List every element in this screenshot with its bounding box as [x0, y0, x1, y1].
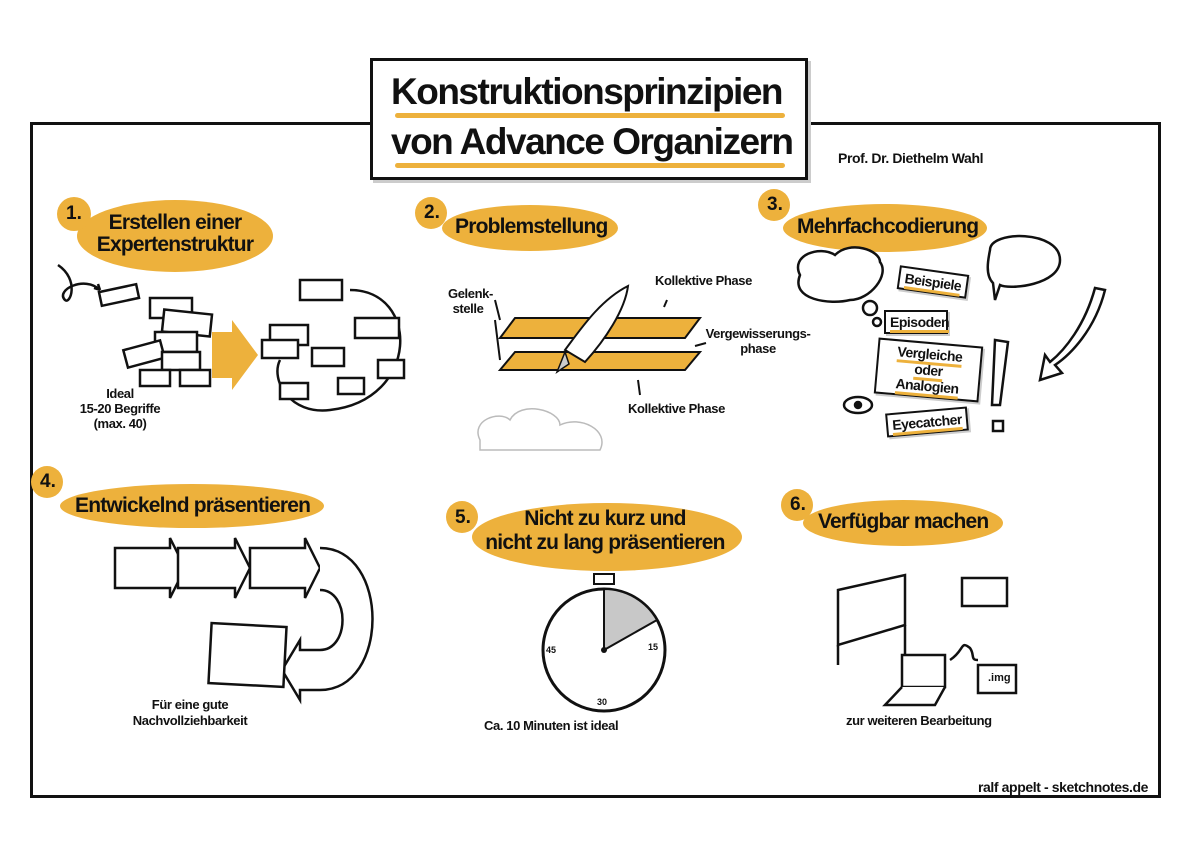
- section2-number-blob: [415, 197, 447, 229]
- caption-line: Nachvollziehbarkeit: [132, 713, 248, 728]
- section2-number: 2.: [424, 202, 440, 223]
- title-underline: [395, 163, 785, 168]
- laptop-icon: [882, 653, 947, 707]
- note-line: 15-20 Begriffe: [79, 401, 161, 416]
- section1-heading-blob: [77, 200, 273, 272]
- label-line: Vergewisserungs-: [705, 326, 811, 341]
- hinge-label: Gelenk- stelle: [448, 286, 493, 316]
- section1-note: Ideal 15-20 Begriffe (max. 40): [70, 386, 170, 431]
- section6-drawing: [836, 573, 1018, 707]
- heading-line: Expertenstruktur: [96, 233, 254, 256]
- heading-line: Nicht zu kurz und: [524, 507, 686, 530]
- title-line-1: Konstruktionsprinzipien: [391, 71, 784, 112]
- section4-number-blob: [31, 466, 63, 498]
- middle-phase-label: Vergewisserungs- phase: [703, 326, 813, 356]
- thought-bubble-icon: [796, 246, 884, 303]
- speech-bubble-icon: [986, 234, 1062, 301]
- section3-number-blob: [758, 189, 790, 221]
- section3-heading: Mehrfachcodierung: [797, 215, 979, 238]
- section1-heading: Erstellen einer Expertenstruktur: [90, 212, 260, 256]
- section4-caption: Für eine gute Nachvollziehbarkeit: [120, 697, 260, 729]
- section4-drawing: [113, 537, 374, 705]
- label-line: phase: [740, 341, 776, 356]
- note-line: Ideal: [106, 386, 134, 401]
- section5-caption: Ca. 10 Minuten ist ideal: [484, 718, 619, 733]
- clock-label-15: 15: [648, 642, 659, 652]
- section5-number-blob: [446, 501, 478, 533]
- card-text: Episoden: [890, 314, 950, 333]
- whiteboard-icon: [836, 573, 907, 647]
- section2-heading: Problemstellung: [455, 215, 608, 238]
- section1-number: 1.: [66, 203, 82, 224]
- exclamation-icon: [990, 338, 1010, 407]
- note-icon: [960, 576, 1009, 608]
- curved-arrow-icon: [1038, 286, 1107, 382]
- title-underline: [395, 113, 785, 118]
- label-line: stelle: [452, 301, 484, 316]
- section4-heading: Entwickelnd präsentieren: [75, 494, 311, 517]
- credit: ralf appelt - sketchnotes.de: [978, 779, 1149, 795]
- stopwatch-icon: [541, 573, 667, 713]
- note-line: (max. 40): [93, 416, 147, 431]
- section3-heading-blob: [783, 204, 987, 252]
- section4-number: 4.: [40, 471, 56, 492]
- heading-blobs: [31, 189, 1003, 571]
- heading-line: Erstellen einer: [108, 211, 243, 234]
- card-text: Analogien: [894, 375, 960, 400]
- section5-heading-blob: [472, 503, 742, 571]
- section6-number: 6.: [790, 494, 806, 515]
- section6-number-blob: [781, 489, 813, 521]
- eye-icon: [842, 395, 874, 415]
- section1-number-blob: [57, 197, 91, 231]
- section5-heading: Nicht zu kurz und nicht zu lang präsenti…: [480, 507, 730, 555]
- section6-heading-blob: [803, 500, 1003, 546]
- image-file-icon: [976, 663, 1018, 695]
- file-label: .img: [988, 672, 1011, 684]
- section3-number: 3.: [767, 194, 783, 215]
- author: Prof. Dr. Diethelm Wahl: [838, 150, 984, 166]
- section6-heading: Verfügbar machen: [818, 510, 989, 533]
- section6-caption: zur weiteren Bearbeitung: [846, 713, 992, 728]
- bottom-phase-label: Kollektive Phase: [628, 401, 725, 416]
- section1-drawing: [57, 263, 406, 412]
- title-line-2: von Advance Organizern: [391, 121, 794, 162]
- label-line: Gelenk-: [448, 286, 493, 301]
- clock-label-30: 30: [597, 697, 608, 707]
- title-box: Konstruktionsprinzipien von Advance Orga…: [370, 58, 808, 180]
- section2-drawing: [477, 284, 707, 451]
- top-phase-label: Kollektive Phase: [655, 273, 752, 288]
- section2-heading-blob: [442, 205, 618, 251]
- section3-drawing: [796, 234, 1107, 433]
- section4-heading-blob: [60, 484, 324, 528]
- heading-line: nicht zu lang präsentieren: [485, 531, 725, 554]
- section5-number: 5.: [455, 507, 471, 528]
- caption-line: Für eine gute: [151, 697, 229, 712]
- clock-label-45: 45: [546, 645, 557, 655]
- card-episoden: Episoden: [884, 310, 950, 334]
